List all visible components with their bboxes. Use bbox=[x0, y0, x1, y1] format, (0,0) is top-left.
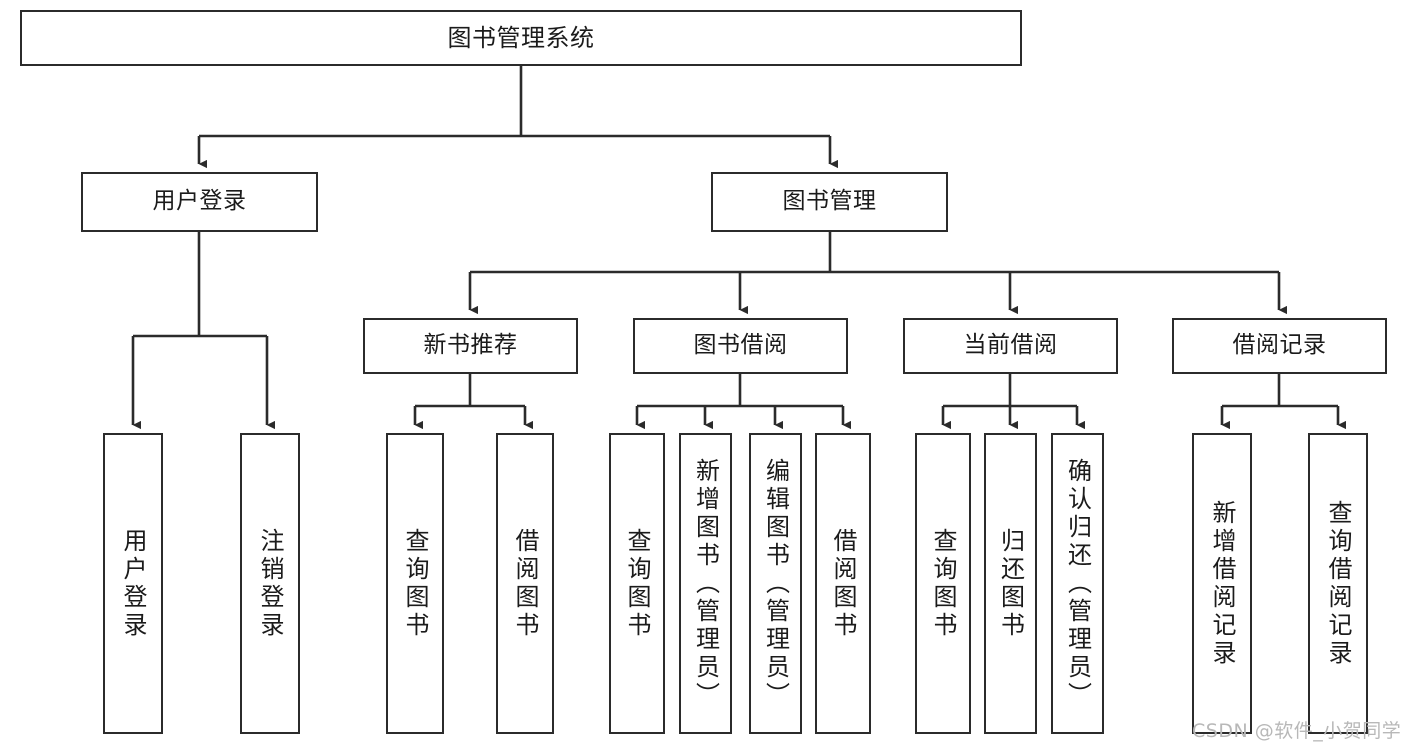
node-label: 图书借阅 bbox=[693, 332, 788, 359]
node-new-book-recommend[interactable]: 新书推荐 bbox=[363, 318, 578, 374]
node-label: 归还图书 bbox=[996, 527, 1025, 640]
node-label: 注销登录 bbox=[256, 527, 284, 640]
node-label: 查询图书 bbox=[929, 527, 957, 640]
node-label: 借阅图书 bbox=[511, 527, 539, 640]
leaf-query-book-current[interactable]: 查询图书 bbox=[915, 433, 971, 734]
leaf-borrow-book-borrow[interactable]: 借阅图书 bbox=[815, 433, 871, 734]
node-label: 用户登录 bbox=[152, 188, 247, 215]
node-label: 用户登录 bbox=[119, 527, 147, 640]
leaf-user-login[interactable]: 用户登录 bbox=[103, 433, 163, 734]
leaf-return-book[interactable]: 归还图书 bbox=[984, 433, 1037, 734]
leaf-confirm-return-admin[interactable]: 确认归还（管理员） bbox=[1051, 433, 1104, 734]
node-label: 查询借阅记录 bbox=[1324, 499, 1352, 668]
node-current-borrow[interactable]: 当前借阅 bbox=[903, 318, 1118, 374]
leaf-query-borrow-record[interactable]: 查询借阅记录 bbox=[1308, 433, 1368, 734]
node-borrow-record[interactable]: 借阅记录 bbox=[1172, 318, 1387, 374]
node-label: 编辑图书（管理员） bbox=[761, 457, 790, 710]
node-label: 图书管理 bbox=[782, 188, 877, 215]
leaf-user-logout[interactable]: 注销登录 bbox=[240, 433, 300, 734]
node-label: 新增借阅记录 bbox=[1208, 499, 1236, 668]
node-user-login[interactable]: 用户登录 bbox=[81, 172, 318, 232]
node-label: 借阅记录 bbox=[1232, 332, 1327, 359]
node-label: 新增图书（管理员） bbox=[691, 457, 720, 710]
leaf-query-book-borrow[interactable]: 查询图书 bbox=[609, 433, 665, 734]
node-root-system[interactable]: 图书管理系统 bbox=[20, 10, 1022, 66]
node-label: 确认归还（管理员） bbox=[1063, 457, 1092, 710]
leaf-borrow-book-recommend[interactable]: 借阅图书 bbox=[496, 433, 554, 734]
leaf-add-book-admin[interactable]: 新增图书（管理员） bbox=[679, 433, 732, 734]
node-label: 借阅图书 bbox=[829, 527, 857, 640]
node-label: 查询图书 bbox=[401, 527, 429, 640]
csdn-watermark: CSDN @软件_小贺同学 bbox=[1192, 720, 1402, 742]
node-label: 新书推荐 bbox=[423, 332, 518, 359]
leaf-add-borrow-record[interactable]: 新增借阅记录 bbox=[1192, 433, 1252, 734]
leaf-query-book-recommend[interactable]: 查询图书 bbox=[386, 433, 444, 734]
node-label: 图书管理系统 bbox=[447, 23, 595, 52]
node-book-management[interactable]: 图书管理 bbox=[711, 172, 948, 232]
node-book-borrow[interactable]: 图书借阅 bbox=[633, 318, 848, 374]
node-label: 查询图书 bbox=[623, 527, 651, 640]
node-label: 当前借阅 bbox=[963, 332, 1058, 359]
leaf-edit-book-admin[interactable]: 编辑图书（管理员） bbox=[749, 433, 802, 734]
